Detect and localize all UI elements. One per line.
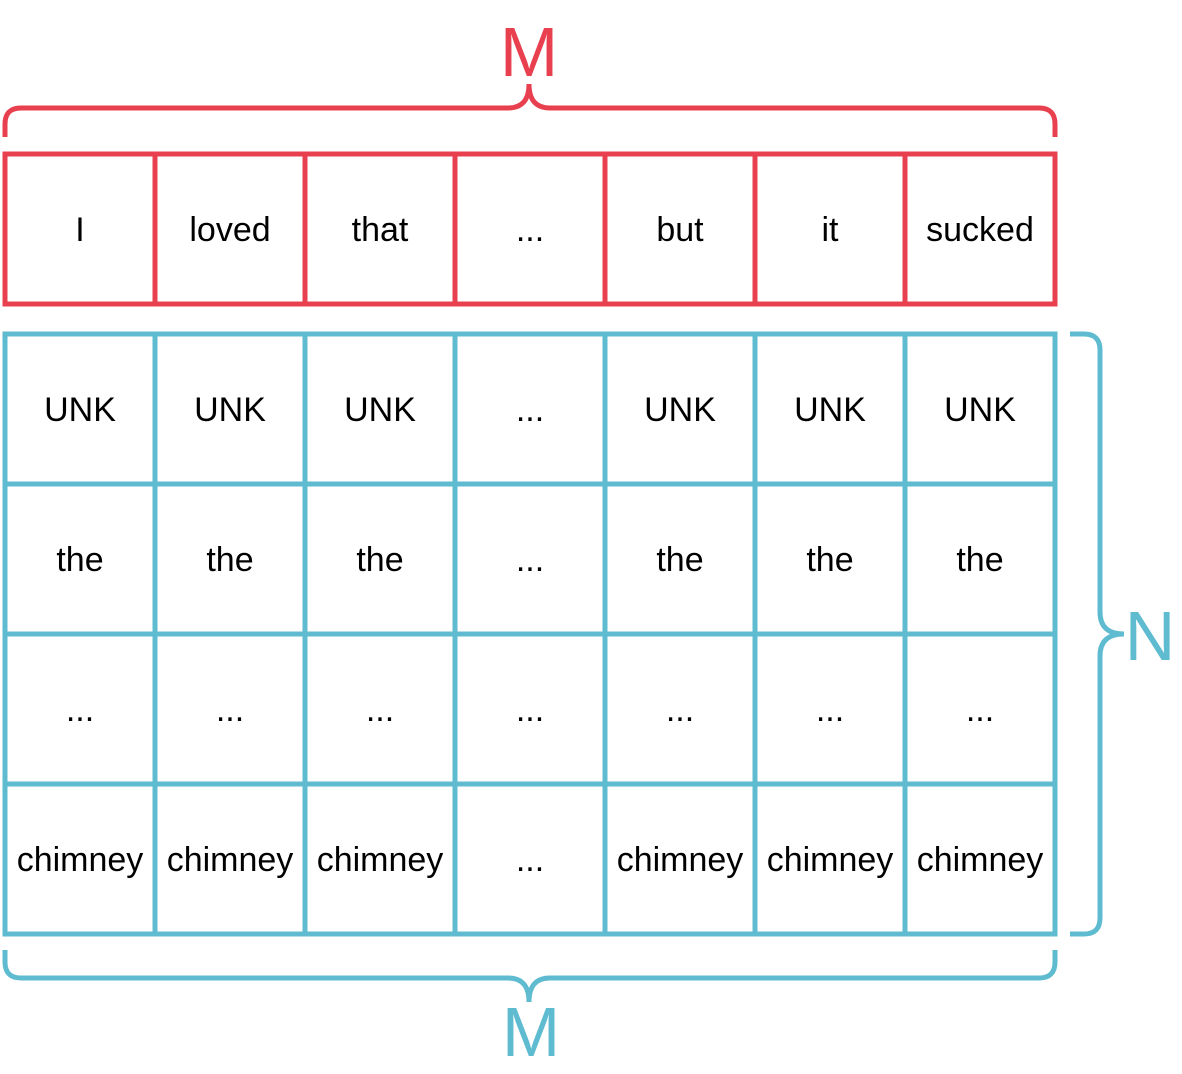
sentence-cell-box	[902, 151, 1058, 307]
sentence-cell-text: I	[75, 211, 84, 249]
vocab-cell-text: UNK	[794, 391, 866, 429]
sentence-cell-text: ...	[516, 211, 544, 249]
vocab-cell-text: UNK	[644, 391, 716, 429]
vocab-cell-text: ...	[66, 691, 94, 729]
vocab-cell-text: UNK	[944, 391, 1016, 429]
vocab-cell-text: chimney	[17, 841, 144, 879]
sentence-cell-text: loved	[189, 211, 270, 249]
side-dimension-label: N	[1125, 597, 1176, 675]
vocab-cell-text: ...	[516, 841, 544, 879]
vocab-cell-text: ...	[666, 691, 694, 729]
vocab-cell-text: ...	[516, 391, 544, 429]
vocab-cell-text: the	[356, 541, 403, 579]
vocab-cell-text: chimney	[917, 841, 1044, 879]
sentence-cell-text: it	[822, 211, 840, 249]
vocab-cell-text: ...	[816, 691, 844, 729]
vocab-cell-text: UNK	[344, 391, 416, 429]
bottom-brace	[2, 950, 1058, 1003]
vocab-cell-text: ...	[516, 691, 544, 729]
vocab-cell-text: the	[206, 541, 253, 579]
sentence-cell-text: but	[656, 211, 704, 249]
vocab-cell-text: ...	[366, 691, 394, 729]
top-dimension-label: M	[500, 13, 558, 91]
sentence-cell-text: that	[352, 211, 409, 249]
vocab-cell-text: chimney	[617, 841, 744, 879]
vocabulary-grid: UNK UNK UNK... UNK UNK UNK the the the... the the t…	[2, 331, 1058, 937]
side-brace	[1070, 331, 1125, 937]
vocab-cell-box	[902, 781, 1058, 937]
vocab-cell-text: chimney	[767, 841, 894, 879]
vocab-cell-text: chimney	[167, 841, 294, 879]
vocab-cell-text: the	[806, 541, 853, 579]
bottom-dimension-label: M	[502, 993, 560, 1071]
vocab-cell-text: the	[956, 541, 1003, 579]
vocab-cell-text: UNK	[194, 391, 266, 429]
vocab-cell-text: ...	[516, 541, 544, 579]
vocab-cell-text: the	[56, 541, 103, 579]
vocab-cell-text: ...	[966, 691, 994, 729]
vocab-cell-text: the	[656, 541, 703, 579]
sentence-cell-text: sucked	[926, 211, 1034, 249]
vocab-cell-text: ...	[216, 691, 244, 729]
vocab-cell-text: chimney	[317, 841, 444, 879]
top-brace	[2, 83, 1058, 137]
vocab-cell-text: UNK	[44, 391, 116, 429]
